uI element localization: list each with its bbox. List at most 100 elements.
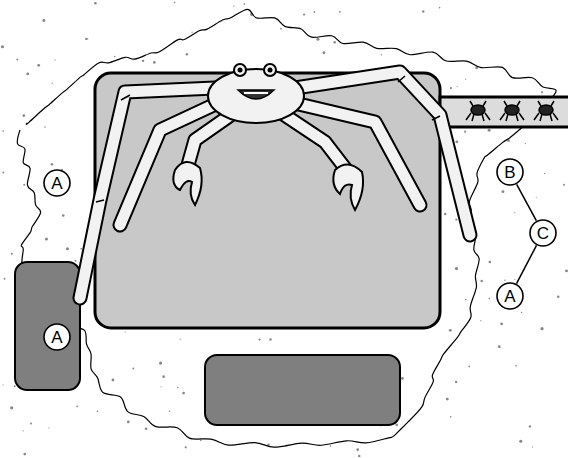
pipe-body bbox=[440, 97, 568, 127]
speckle bbox=[169, 411, 170, 412]
callout-letter: C bbox=[537, 225, 549, 242]
speckle bbox=[16, 58, 18, 60]
speckle bbox=[66, 247, 69, 250]
speckle bbox=[449, 329, 452, 332]
speckle bbox=[529, 425, 531, 427]
speckle bbox=[504, 279, 505, 280]
speckle bbox=[22, 114, 25, 117]
speckle bbox=[3, 384, 4, 385]
small-crabs bbox=[466, 101, 558, 121]
speckle bbox=[446, 398, 449, 401]
label-circle: A bbox=[43, 169, 71, 197]
speckle bbox=[22, 430, 23, 431]
speckle bbox=[186, 53, 188, 55]
speckle bbox=[97, 410, 99, 412]
speckle bbox=[488, 129, 491, 132]
speckle bbox=[525, 143, 526, 144]
speckle bbox=[455, 218, 457, 220]
speckle bbox=[450, 416, 452, 418]
speckle bbox=[536, 197, 537, 198]
speckle bbox=[233, 5, 234, 6]
speckle bbox=[557, 296, 559, 298]
speckle bbox=[114, 56, 115, 57]
speckle bbox=[244, 3, 246, 5]
speckle bbox=[465, 78, 466, 79]
speckle bbox=[177, 387, 178, 388]
wavy-outline bbox=[17, 9, 556, 447]
speckle bbox=[519, 440, 522, 443]
speckle bbox=[180, 339, 181, 340]
speckle bbox=[1, 45, 4, 48]
speckle bbox=[401, 377, 404, 380]
speckle bbox=[48, 427, 49, 428]
speckle bbox=[54, 59, 55, 60]
speckle bbox=[563, 184, 565, 186]
speckle bbox=[145, 428, 148, 431]
label-circle: A bbox=[43, 323, 71, 351]
speckle bbox=[488, 298, 490, 300]
speckle bbox=[4, 278, 6, 280]
speckle bbox=[532, 446, 533, 447]
speckle bbox=[444, 213, 446, 215]
speckle bbox=[521, 312, 522, 313]
speckle bbox=[330, 445, 332, 447]
speckle bbox=[159, 361, 162, 364]
callout-letter: B bbox=[504, 164, 515, 181]
speckle bbox=[450, 87, 452, 89]
speckle bbox=[500, 323, 503, 326]
speckle bbox=[10, 406, 13, 409]
pipe bbox=[440, 97, 568, 127]
speckle bbox=[455, 381, 457, 383]
speckle bbox=[11, 253, 13, 255]
speckle bbox=[333, 41, 336, 44]
speckle bbox=[45, 237, 48, 240]
speckle bbox=[14, 385, 16, 387]
circle-shape bbox=[497, 159, 523, 185]
speckle bbox=[489, 261, 492, 264]
speckle bbox=[339, 11, 341, 13]
speckle bbox=[395, 423, 398, 426]
speckle bbox=[2, 172, 4, 174]
connector-line bbox=[516, 245, 536, 283]
speckle bbox=[540, 327, 543, 330]
speckle bbox=[544, 173, 545, 174]
speckle bbox=[185, 446, 187, 448]
label-circle: A bbox=[496, 282, 524, 310]
speckle bbox=[439, 7, 441, 9]
label-circle: B bbox=[496, 158, 524, 186]
circle-shape bbox=[497, 283, 523, 309]
speckle bbox=[514, 279, 515, 280]
crab bbox=[80, 64, 470, 298]
speckle bbox=[127, 421, 130, 424]
speckle bbox=[565, 269, 568, 272]
speckle bbox=[192, 32, 193, 33]
speckle bbox=[468, 366, 470, 368]
speckle bbox=[76, 405, 78, 407]
speckle bbox=[44, 126, 46, 128]
speckle bbox=[269, 338, 271, 340]
speckle bbox=[303, 13, 305, 15]
speckle bbox=[498, 345, 501, 348]
speckle bbox=[80, 248, 82, 250]
callout-letter: A bbox=[51, 175, 62, 192]
speckle bbox=[162, 375, 165, 378]
speckle bbox=[316, 38, 319, 41]
speckle bbox=[356, 448, 359, 451]
speckle bbox=[42, 19, 45, 22]
speckle bbox=[112, 379, 115, 382]
label-circle: C bbox=[529, 219, 557, 247]
circle-shape bbox=[530, 220, 556, 246]
speckle bbox=[160, 386, 161, 387]
speckle bbox=[455, 140, 458, 143]
speckle bbox=[30, 423, 32, 425]
speckle bbox=[142, 60, 144, 62]
speckle bbox=[23, 453, 26, 456]
speckle bbox=[62, 214, 65, 217]
speckle bbox=[125, 331, 126, 332]
circle-shape bbox=[44, 324, 70, 350]
speckle bbox=[37, 64, 40, 67]
circle-shape bbox=[44, 170, 70, 196]
